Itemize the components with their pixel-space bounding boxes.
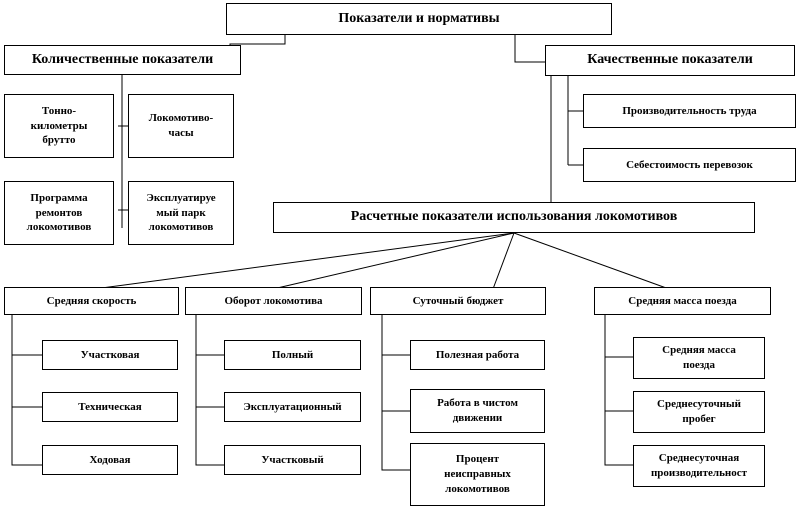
root-box: Показатели и нормативы	[226, 3, 612, 35]
quantitative-item-label: Локомотиво- часы	[148, 112, 214, 139]
quantitative-item-box: Тонно- километры брутто	[4, 94, 114, 158]
group-item-box: Эксплуатационный	[224, 392, 361, 422]
group-item-label: Ходовая	[89, 453, 131, 466]
quantitative-item-box: Локомотиво- часы	[128, 94, 234, 158]
group-item-label: Эксплуатационный	[243, 400, 342, 413]
group-title-box: Средняя масса поезда	[594, 287, 771, 315]
group-item-label: Средняя масса поезда	[662, 344, 736, 371]
quantitative-item-box: Программа ремонтов локомотивов	[4, 181, 114, 245]
group-item-box: Средняя масса поезда	[633, 337, 765, 379]
group-title: Средняя скорость	[46, 294, 137, 307]
quantitative-item-label: Тонно- километры брутто	[30, 104, 88, 147]
qualitative-item-box: Себестоимость перевозок	[583, 148, 796, 182]
group-item-box: Ходовая	[42, 445, 178, 475]
group-item-box: Среднесуточный пробег	[633, 391, 765, 433]
group-item-label: Участковая	[80, 348, 140, 361]
quantitative-item-box: Эксплуатируе мый парк локомотивов	[128, 181, 234, 245]
qualitative-item-label: Производительность труда	[622, 104, 757, 117]
quantitative-title: Количественные показатели	[31, 51, 214, 67]
quantitative-item-label: Программа ремонтов локомотивов	[26, 191, 92, 234]
group-item-label: Среднесуточная производительност	[650, 452, 748, 479]
group-item-label: Процент неисправных локомотивов	[444, 453, 511, 495]
group-item-label: Работа в чистом движении	[437, 397, 518, 424]
group-title-box: Суточный бюджет	[370, 287, 546, 315]
group-item-label: Полный	[271, 348, 314, 361]
group-title: Средняя масса поезда	[628, 294, 737, 307]
qualitative-title: Качественные показатели	[587, 52, 753, 68]
group-item-label: Среднесуточный пробег	[657, 398, 741, 425]
group-item-label: Полезная работа	[435, 348, 520, 361]
group-item-box: Работа в чистом движении	[410, 389, 545, 433]
group-item-box: Техническая	[42, 392, 178, 422]
qualitative-title-box: Качественные показатели	[545, 45, 795, 76]
group-item-box: Участковая	[42, 340, 178, 370]
group-item-box: Среднесуточная производительност	[633, 445, 765, 487]
calculated-title-box: Расчетные показатели использования локом…	[273, 202, 755, 233]
group-title-box: Средняя скорость	[4, 287, 179, 315]
quantitative-item-label: Эксплуатируе мый парк локомотивов	[146, 191, 216, 234]
group-item-box: Процент неисправных локомотивов	[410, 443, 545, 506]
root-label: Показатели и нормативы	[338, 10, 500, 26]
group-item-label: Техническая	[78, 400, 142, 413]
group-item-box: Участковый	[224, 445, 361, 475]
group-item-box: Полный	[224, 340, 361, 370]
qualitative-item-box: Производительность труда	[583, 94, 796, 128]
group-title: Суточный бюджет	[412, 294, 504, 307]
group-title-box: Оборот локомотива	[185, 287, 362, 315]
group-title: Оборот локомотива	[224, 294, 323, 307]
qualitative-item-label: Себестоимость перевозок	[626, 158, 753, 171]
calculated-title: Расчетные показатели использования локом…	[350, 209, 678, 225]
quantitative-title-box: Количественные показатели	[4, 45, 241, 75]
group-item-box: Полезная работа	[410, 340, 545, 370]
group-item-label: Участковый	[261, 453, 324, 466]
